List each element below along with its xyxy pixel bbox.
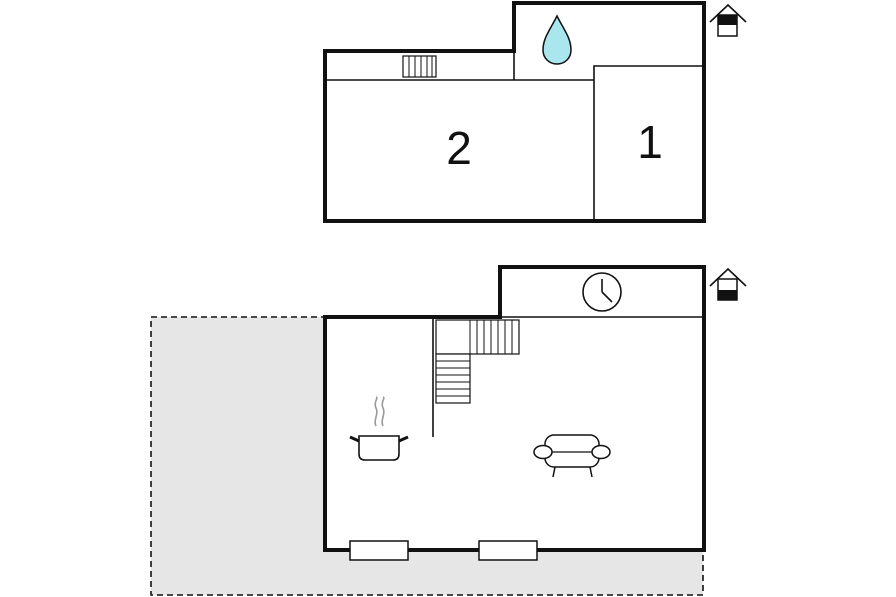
upper-floor: 2 1 [323, 1, 747, 223]
upper-floor-outline [323, 1, 706, 223]
floor-level-upper-icon [709, 3, 747, 37]
room-label-1: 1 [637, 116, 663, 168]
clock-icon [582, 272, 622, 312]
room-1-wall [593, 65, 704, 221]
cooking-pot-icon [349, 396, 409, 461]
stairs-icon [402, 55, 437, 78]
ground-floor-outline [323, 265, 706, 552]
floor-level-ground-icon [709, 267, 747, 301]
stairs-icon [435, 319, 520, 404]
sofa-icon [533, 434, 611, 478]
water-drop-icon [542, 14, 572, 65]
window-icon [349, 540, 409, 561]
ground-floor [150, 265, 747, 596]
window-icon [478, 540, 538, 561]
room-label-2: 2 [446, 122, 472, 174]
